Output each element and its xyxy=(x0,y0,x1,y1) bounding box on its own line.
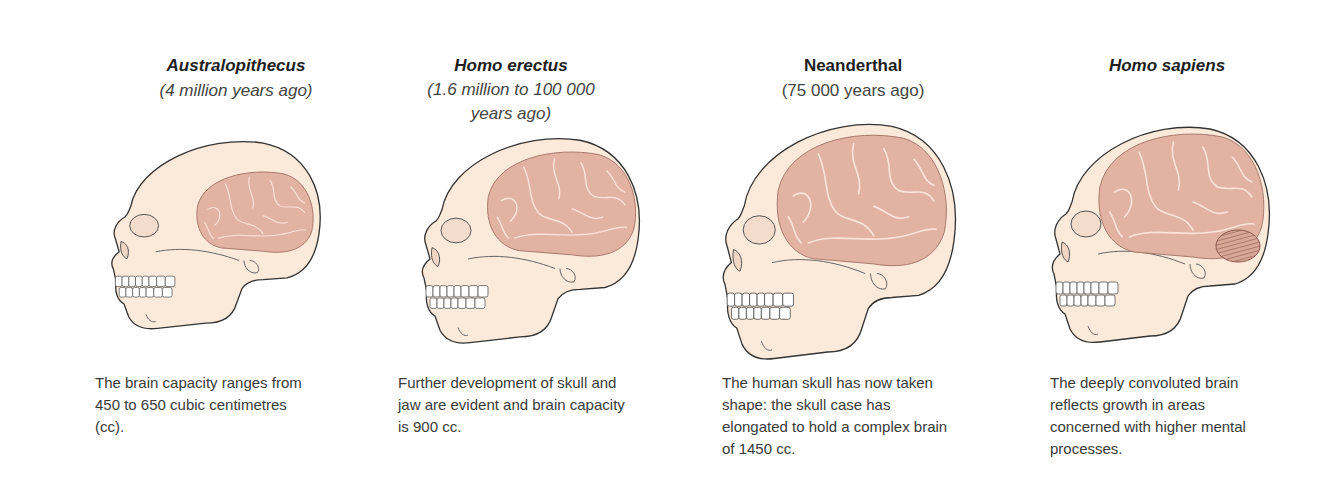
species-name: Homo erectus xyxy=(401,54,621,78)
description-text: The deeply convoluted brain reflects gro… xyxy=(1050,372,1268,460)
species-name: Homo sapiens xyxy=(1057,54,1277,78)
date-range: (75 000 years ago) xyxy=(738,79,968,103)
cerebellum xyxy=(1216,230,1260,262)
description-text: Further development of skull and jaw are… xyxy=(398,372,638,438)
australopithecus-skull xyxy=(112,142,320,329)
homo-erectus-skull xyxy=(422,139,639,343)
neanderthal-skull xyxy=(723,124,955,359)
description-text: The human skull has now taken shape: the… xyxy=(722,372,950,460)
date-range: (4 million years ago) xyxy=(121,79,351,103)
date-range: (1.6 million to 100 000 years ago) xyxy=(427,78,595,126)
species-name: Australopithecus xyxy=(126,54,346,78)
description-text: The brain capacity ranges from 450 to 65… xyxy=(95,372,310,438)
homo-sapiens-skull xyxy=(1052,127,1269,342)
species-name: Neanderthal xyxy=(743,54,963,78)
